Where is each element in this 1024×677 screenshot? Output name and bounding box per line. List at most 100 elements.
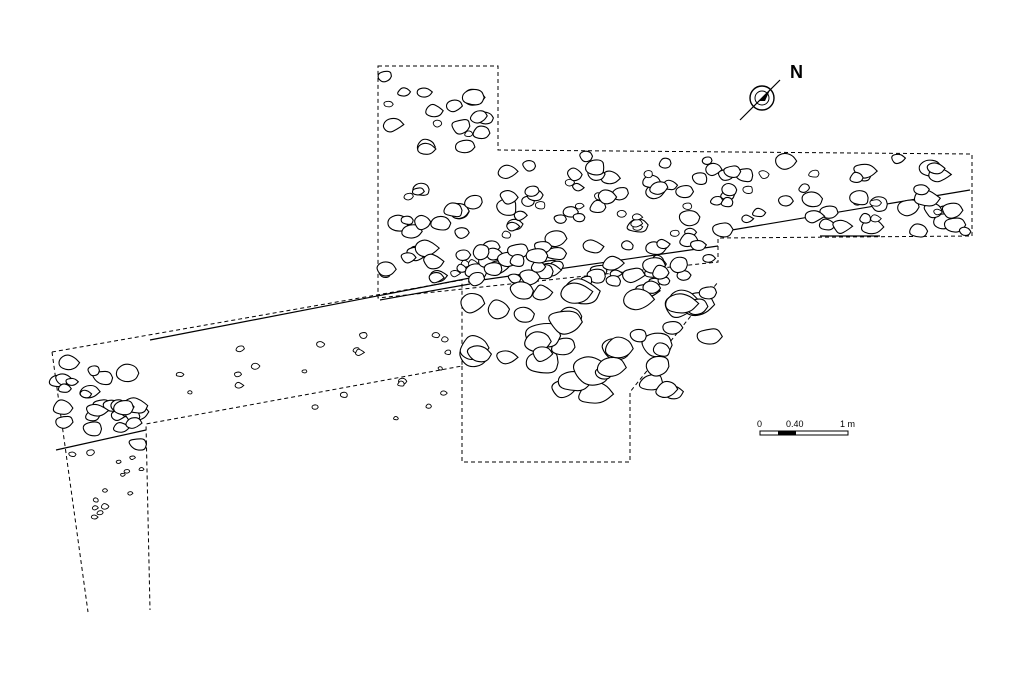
stone bbox=[655, 380, 679, 399]
stone bbox=[430, 215, 452, 231]
stone bbox=[909, 223, 929, 238]
stone bbox=[483, 262, 503, 277]
stone bbox=[721, 182, 738, 197]
stone bbox=[645, 355, 670, 377]
stone bbox=[775, 152, 798, 170]
stone bbox=[501, 230, 512, 239]
stone bbox=[441, 336, 449, 343]
stone bbox=[416, 87, 434, 98]
stone bbox=[859, 212, 872, 224]
stone bbox=[507, 273, 522, 284]
stone bbox=[777, 195, 794, 207]
stone bbox=[532, 346, 554, 363]
stone bbox=[622, 267, 646, 284]
stone bbox=[58, 354, 81, 371]
stone bbox=[87, 365, 100, 377]
stone bbox=[513, 306, 536, 323]
stone bbox=[665, 293, 700, 314]
north-arrow-icon bbox=[739, 79, 781, 121]
stone bbox=[397, 380, 405, 387]
stone bbox=[428, 272, 445, 284]
stone bbox=[849, 171, 864, 183]
stone bbox=[712, 222, 734, 238]
stone bbox=[669, 256, 688, 274]
stone bbox=[584, 159, 605, 176]
stone bbox=[604, 336, 634, 359]
stone bbox=[926, 162, 946, 175]
scale-start-label: 0 bbox=[757, 419, 763, 429]
stone bbox=[425, 103, 444, 118]
stone bbox=[68, 451, 77, 457]
stone bbox=[311, 404, 319, 410]
stone bbox=[869, 199, 883, 207]
stone bbox=[631, 213, 644, 221]
trench-west-arm bbox=[51, 279, 463, 613]
stone bbox=[723, 165, 742, 178]
stone bbox=[128, 438, 147, 451]
stone bbox=[560, 282, 594, 304]
stone bbox=[582, 239, 605, 254]
stone bbox=[849, 190, 869, 206]
stone bbox=[100, 503, 110, 510]
stone bbox=[86, 449, 95, 457]
stone bbox=[125, 417, 143, 429]
stone bbox=[652, 264, 670, 280]
stone bbox=[65, 377, 80, 386]
stone bbox=[870, 214, 882, 223]
stone bbox=[742, 185, 753, 194]
stone bbox=[115, 459, 122, 464]
stone bbox=[509, 281, 534, 300]
stone bbox=[513, 210, 528, 222]
stone bbox=[444, 349, 452, 355]
stone bbox=[522, 160, 537, 172]
stone bbox=[464, 194, 483, 210]
stone bbox=[690, 240, 707, 251]
stone bbox=[187, 390, 193, 395]
stone bbox=[579, 150, 594, 163]
stone bbox=[933, 208, 944, 216]
stone bbox=[469, 110, 488, 124]
stone bbox=[548, 310, 583, 335]
north-label: N bbox=[790, 62, 803, 82]
stone bbox=[234, 381, 245, 389]
stone bbox=[752, 207, 767, 218]
stone bbox=[605, 275, 622, 287]
stone bbox=[414, 214, 432, 231]
stone bbox=[524, 185, 540, 197]
stone bbox=[423, 253, 445, 270]
stone bbox=[113, 400, 135, 416]
stone bbox=[454, 139, 476, 154]
stone bbox=[456, 263, 467, 273]
stone bbox=[468, 271, 486, 287]
stone bbox=[403, 192, 414, 201]
stone bbox=[472, 244, 490, 261]
stone bbox=[532, 284, 554, 301]
stone bbox=[525, 248, 549, 264]
stone bbox=[534, 201, 546, 210]
stone bbox=[234, 371, 243, 378]
stone bbox=[600, 170, 622, 185]
stone bbox=[55, 415, 74, 429]
stone bbox=[596, 356, 627, 377]
stone bbox=[383, 100, 394, 108]
stone bbox=[79, 389, 93, 399]
stone bbox=[629, 328, 647, 343]
stone bbox=[682, 202, 693, 210]
stone bbox=[376, 261, 397, 277]
stone bbox=[553, 214, 568, 224]
stone bbox=[669, 229, 680, 237]
stone bbox=[451, 119, 471, 135]
stone bbox=[496, 350, 519, 365]
stone bbox=[897, 199, 920, 217]
stone bbox=[414, 239, 441, 258]
stone bbox=[487, 299, 511, 320]
stone bbox=[702, 254, 717, 263]
stone bbox=[120, 472, 126, 477]
stone bbox=[411, 187, 425, 196]
stone bbox=[464, 130, 474, 138]
stone bbox=[572, 182, 585, 192]
stone bbox=[691, 172, 708, 185]
stone bbox=[90, 514, 99, 520]
stone bbox=[656, 238, 671, 250]
